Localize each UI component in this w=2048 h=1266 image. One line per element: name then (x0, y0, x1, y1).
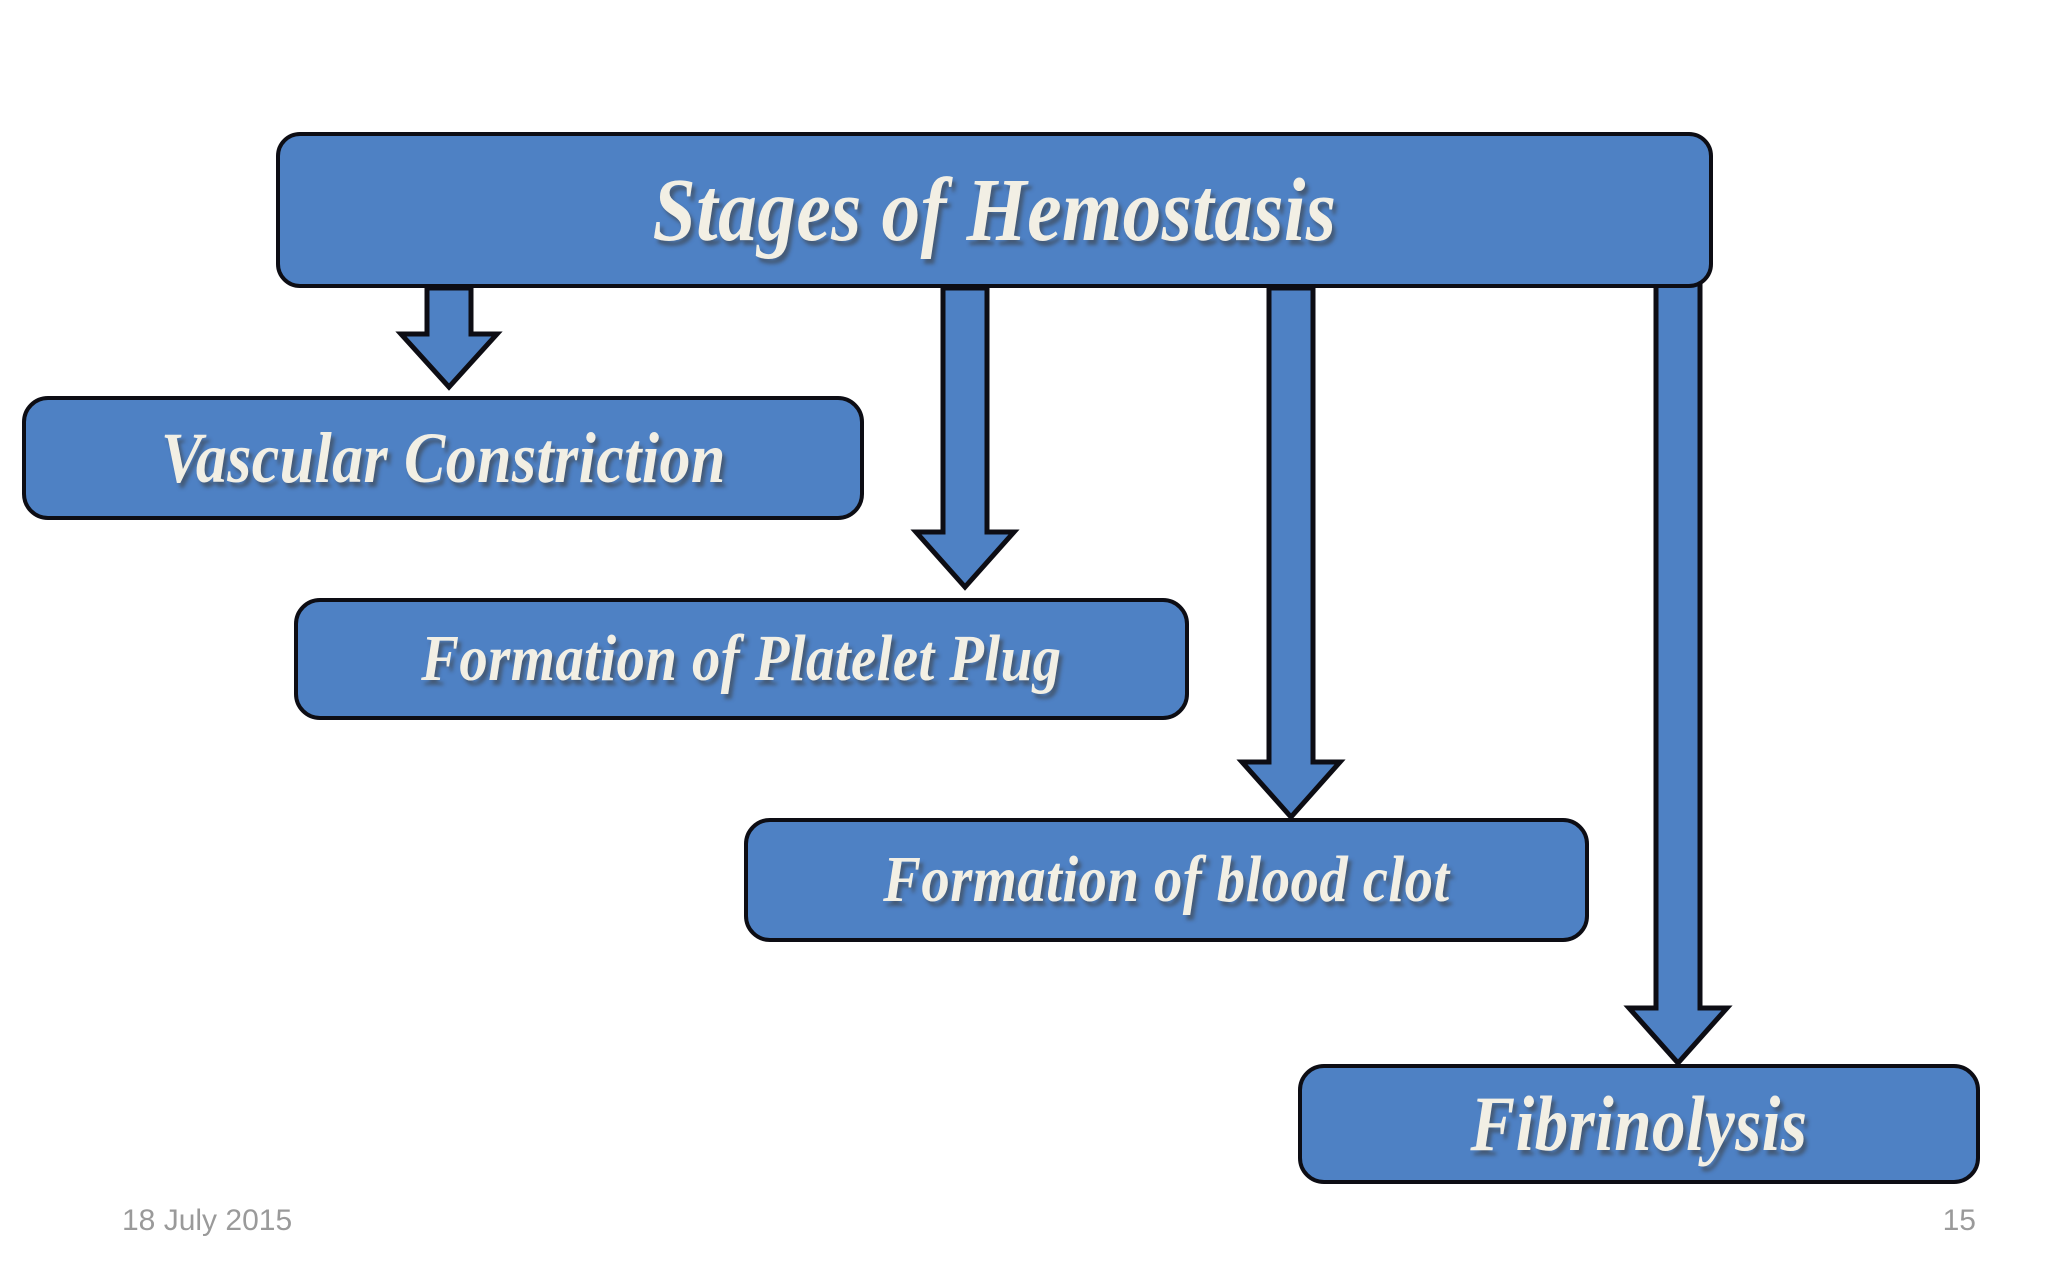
stage-label-fibrinolysis: Fibrinolysis (1470, 1080, 1808, 1167)
stage-label-blood-clot: Formation of blood clot (883, 843, 1450, 916)
slide-number: 15 (1942, 1204, 1976, 1237)
arrow-to-fibrinolysis-icon (1623, 269, 1733, 1067)
footer-date: 18 July 2015 (122, 1204, 293, 1237)
title-box[interactable]: Stages of Hemostasis (276, 132, 1713, 288)
stage-box-blood-clot[interactable]: Formation of blood clot (744, 818, 1589, 942)
stage-label-vascular-constriction: Vascular Constriction (160, 417, 726, 498)
arrow-to-platelet-plug-icon (910, 285, 1020, 591)
title-box-label: Stages of Hemostasis (652, 160, 1337, 260)
stage-box-fibrinolysis[interactable]: Fibrinolysis (1298, 1064, 1980, 1184)
stage-box-vascular-constriction[interactable]: Vascular Constriction (22, 396, 864, 520)
stage-label-platelet-plug: Formation of Platelet Plug (421, 622, 1062, 695)
arrow-to-vascular-constriction-icon (395, 285, 503, 391)
arrow-to-blood-clot-icon (1236, 285, 1346, 821)
stage-box-platelet-plug[interactable]: Formation of Platelet Plug (294, 598, 1189, 720)
